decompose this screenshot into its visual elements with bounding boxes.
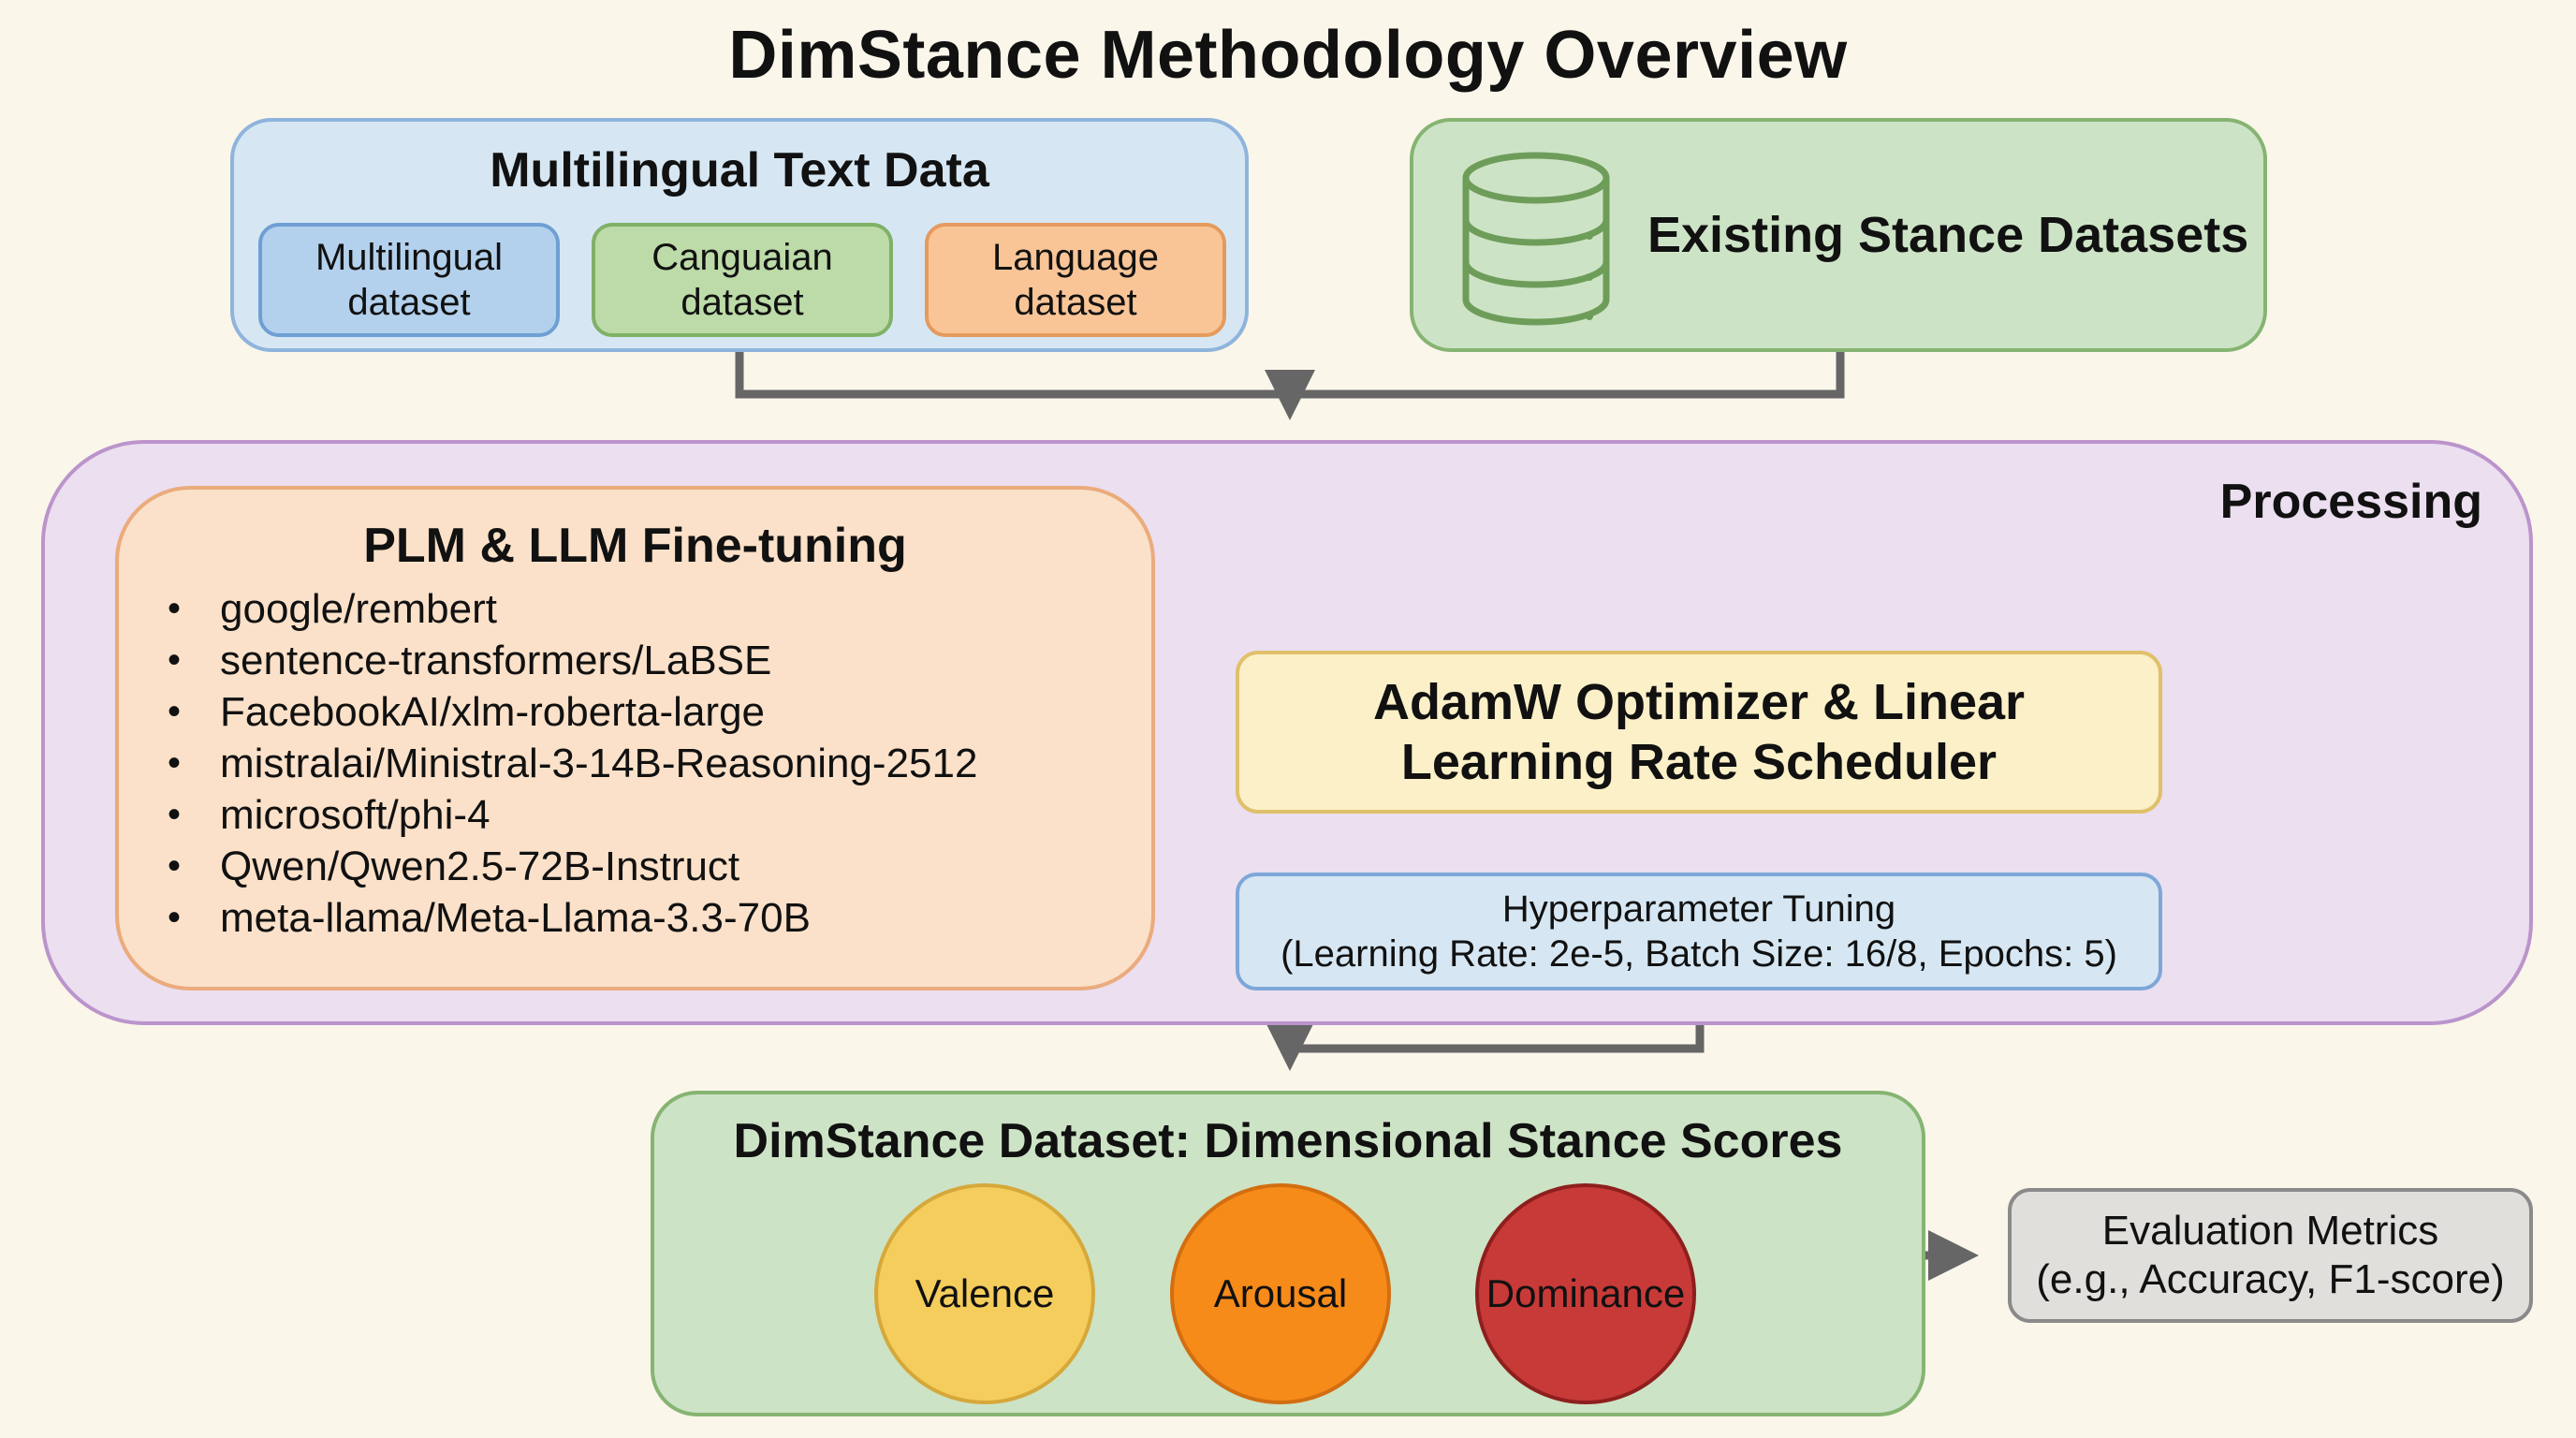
- model-list: • google/rembert • sentence-transformers/L…: [168, 583, 977, 944]
- bullet-icon: •: [168, 588, 182, 629]
- arousal-label: Arousal: [1213, 1271, 1348, 1315]
- model-item: • sentence-transformers/LaBSE: [168, 635, 977, 686]
- optimizer-line1: AdamW Optimizer & Linear: [1372, 674, 2026, 730]
- plm-llm-finetuning-box: PLM & LLM Fine-tuning • google/rembert • s…: [115, 486, 1155, 990]
- bullet-icon: •: [168, 794, 182, 835]
- connector-existing: [1290, 352, 1845, 399]
- subbox-line1: Canguaian: [651, 237, 833, 278]
- bullet-icon: •: [168, 691, 182, 732]
- model-name: FacebookAI/xlm-roberta-large: [220, 689, 766, 735]
- bullet-icon: •: [168, 845, 182, 887]
- optimizer-line2: Learning Rate Scheduler: [1400, 734, 1998, 790]
- valence-circle: Valence: [874, 1183, 1095, 1404]
- model-name: meta-llama/Meta-Llama-3.3-70B: [220, 895, 811, 941]
- model-item: • microsoft/phi-4: [168, 789, 977, 841]
- dominance-circle: Dominance: [1475, 1183, 1696, 1404]
- existing-stance-label: Existing Stance Datasets: [1647, 207, 2249, 263]
- connector-multilingual: [735, 352, 1290, 399]
- bullet-icon: •: [168, 742, 182, 784]
- model-item: • meta-llama/Meta-Llama-3.3-70B: [168, 892, 977, 944]
- bullet-icon: •: [168, 639, 182, 681]
- subbox-line1: Multilingual: [315, 237, 504, 278]
- arousal-circle: Arousal: [1170, 1183, 1391, 1404]
- hyperparameter-detail: (Learning Rate: 2e-5, Batch Size: 16/8, …: [1281, 933, 2117, 975]
- dimstance-title: DimStance Dataset: Dimensional Stance Sc…: [733, 1114, 1843, 1168]
- model-name: Qwen/Qwen2.5-72B-Instruct: [220, 844, 740, 889]
- model-item: • FacebookAI/xlm-roberta-large: [168, 686, 977, 738]
- dimstance-dataset-box: DimStance Dataset: Dimensional Stance Sc…: [651, 1091, 1925, 1416]
- plm-title: PLM & LLM Fine-tuning: [363, 519, 907, 573]
- subbox-line1: Language: [992, 237, 1159, 278]
- existing-stance-datasets-box: Existing Stance Datasets: [1410, 118, 2267, 352]
- model-name: sentence-transformers/LaBSE: [220, 638, 772, 683]
- model-name: mistralai/Ministral-3-14B-Reasoning-2512: [220, 741, 978, 786]
- evaluation-metrics-box: Evaluation Metrics (e.g., Accuracy, F1-s…: [2008, 1188, 2533, 1323]
- model-name: google/rembert: [220, 586, 497, 632]
- dominance-label: Dominance: [1486, 1271, 1686, 1315]
- hyperparameter-title: Hyperparameter Tuning: [1501, 888, 1896, 930]
- model-item: • mistralai/Ministral-3-14B-Reasoning-251…: [168, 738, 977, 789]
- hyperparameter-tuning-box: Hyperparameter Tuning (Learning Rate: 2e…: [1236, 873, 2162, 990]
- evaluation-detail: (e.g., Accuracy, F1-score): [2036, 1256, 2505, 1302]
- model-item: • Qwen/Qwen2.5-72B-Instruct: [168, 841, 977, 892]
- subbox-line2: dataset: [1014, 282, 1137, 323]
- bullet-icon: •: [168, 897, 182, 938]
- model-item: • google/rembert: [168, 583, 977, 635]
- diagram-title: DimStance Methodology Overview: [728, 18, 1848, 93]
- processing-label: Processing: [2219, 475, 2482, 529]
- multilingual-title: Multilingual Text Data: [490, 143, 989, 198]
- model-name: microsoft/phi-4: [220, 792, 490, 838]
- subbox-line2: dataset: [347, 282, 471, 323]
- valence-label: Valence: [915, 1271, 1055, 1315]
- evaluation-title: Evaluation Metrics: [2101, 1208, 2439, 1254]
- database-icon: [1462, 152, 1610, 326]
- subbox-line2: dataset: [681, 282, 804, 323]
